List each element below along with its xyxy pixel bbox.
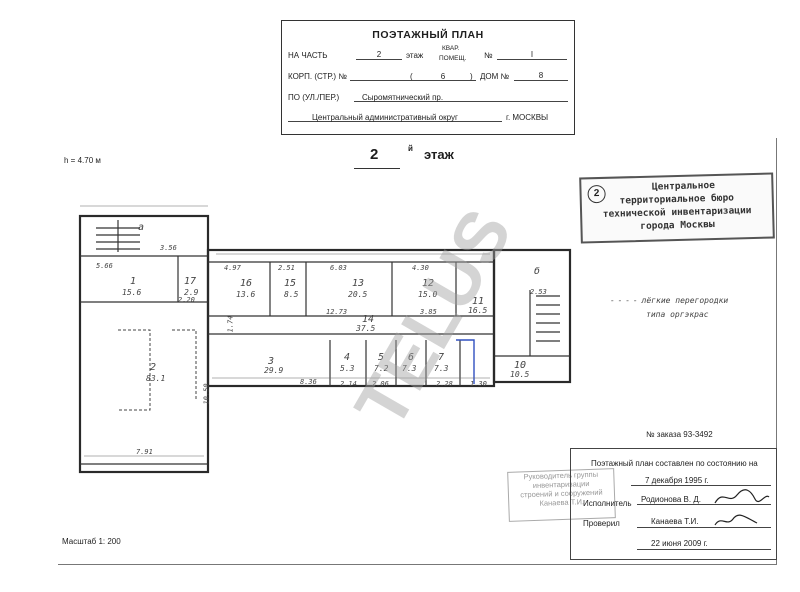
room-3-num: 3 [268, 356, 275, 367]
dom-label: ДОМ № [480, 72, 510, 81]
right-block-wall [492, 248, 572, 384]
room-17-area: 2.9 [184, 288, 199, 297]
room-5-area: 7.2 [374, 364, 389, 373]
dim-label: 4.97 [224, 264, 241, 272]
scale-label: Масштаб 1: 200 [62, 537, 121, 546]
room-15-area: 8.5 [284, 290, 299, 299]
room-13-num: 13 [352, 278, 365, 289]
dim-label: 1.30 [470, 380, 487, 388]
dom-value: 8 [538, 71, 544, 80]
order-number: № заказа 93-3492 [646, 430, 713, 439]
dim-label: 2.20 [178, 296, 195, 304]
city-value: г. МОСКВЫ [506, 113, 549, 122]
room-16-num: 16 [240, 278, 253, 289]
room-4-area: 5.3 [340, 364, 355, 373]
floor-heading: 2 й этаж [352, 144, 492, 174]
floor-label: этаж [406, 51, 424, 60]
num-value: I [530, 50, 534, 59]
room-6-num: 6 [408, 352, 415, 363]
dim-label: 7.91 [136, 448, 153, 456]
sheet-frame [58, 138, 777, 565]
room-b: б [534, 266, 541, 277]
dim-label: 2.06 [372, 380, 389, 388]
num-label: № [484, 51, 493, 60]
room-10-num: 10 [514, 360, 527, 371]
dim-label: 4.30 [412, 264, 429, 272]
dim-label: 3.85 [420, 308, 437, 316]
room-12-num: 12 [422, 278, 435, 289]
dim-label: 1.74 [226, 315, 235, 333]
floor-word: этаж [424, 147, 454, 162]
floor-number: 2 [370, 146, 379, 163]
checker-name: Канаева Т.И. [651, 517, 699, 526]
executor-label: Исполнитель [583, 499, 632, 508]
street-value: Сыромятнический пр. [362, 93, 444, 102]
korp-paren-close: ) [470, 72, 473, 81]
room-1-area: 15.6 [122, 288, 142, 297]
dim-label: 3.56 [160, 244, 177, 252]
room-4-num: 4 [344, 352, 351, 363]
legend-note: - - - - лёгкие перегородки [610, 296, 729, 305]
legend-line2: типа оргэкрас [646, 310, 709, 319]
room-7-area: 7.3 [434, 364, 449, 373]
floor-suffix: й [408, 144, 413, 153]
dim-label: 2.51 [278, 264, 295, 272]
executor-signature [714, 489, 770, 504]
korp-paren-open: ( [410, 72, 413, 81]
dim-label: 12.73 [326, 308, 348, 316]
dim-label: 2.28 [436, 380, 453, 388]
street-label: ПО (УЛ./ПЕР.) [288, 93, 340, 102]
dim-label: 2.53 [530, 288, 547, 296]
title-block: ПОЭТАЖНЫЙ ПЛАН НА ЧАСТЬ 2 этаж КВАР. ПОМ… [281, 20, 575, 135]
room-14-num: 14 [362, 314, 375, 325]
room-13-area: 20.5 [348, 290, 368, 299]
room-5-num: 5 [378, 352, 385, 363]
checked-label: Проверил [583, 519, 620, 528]
statement-line1: Поэтажный план составлен по состоянию на [591, 459, 758, 468]
dim-label: 2.14 [340, 380, 357, 388]
room-14-area: 37.5 [356, 324, 376, 333]
part-label: НА ЧАСТЬ [288, 51, 328, 60]
room-11-num: 11 [472, 296, 485, 307]
executor-name: Родионова В. Д. [641, 495, 701, 504]
dim-label: 8.36 [300, 378, 317, 386]
korp-label: КОРП. (СТР.) № [288, 72, 347, 81]
room-11-area: 16.5 [468, 306, 488, 315]
height-note: h = 4.70 м [64, 156, 101, 165]
room-2-num: 2 [150, 362, 157, 373]
room-12-area: 15.0 [418, 290, 438, 299]
room-2-area: 83.1 [146, 374, 166, 383]
statement-date1: 7 декабря 1995 г. [645, 476, 709, 485]
district-value: Центральный административный округ [312, 113, 458, 122]
dim-label: 10.50 [202, 383, 211, 405]
room-6-area: 7.3 [402, 364, 417, 373]
room-3-area: 29.9 [264, 366, 284, 375]
room-1-num: 1 [130, 276, 137, 287]
statement-box: Поэтажный план составлен по состоянию на… [570, 448, 777, 560]
left-wing-wall [78, 214, 210, 474]
room-a: a [138, 222, 145, 233]
legend-line1: лёгкие перегородки [641, 296, 729, 305]
room-16-area: 13.6 [236, 290, 256, 299]
room-10-area: 10.5 [510, 370, 530, 379]
korp-value: 6 [440, 72, 446, 81]
room-7-num: 7 [438, 352, 445, 363]
plan-title: ПОЭТАЖНЫЙ ПЛАН [372, 29, 484, 41]
pomesh-label: ПОМЕЩ. [439, 55, 467, 62]
dim-label: 5.66 [96, 262, 113, 270]
kvar-label: КВАР. [442, 45, 460, 52]
statement-date2: 22 июня 2009 г. [651, 539, 708, 548]
room-15-num: 15 [284, 278, 297, 289]
dim-label: 6.03 [330, 264, 347, 272]
checker-signature [714, 514, 758, 526]
part-value: 2 [376, 50, 382, 59]
room-17-num: 17 [184, 276, 197, 287]
